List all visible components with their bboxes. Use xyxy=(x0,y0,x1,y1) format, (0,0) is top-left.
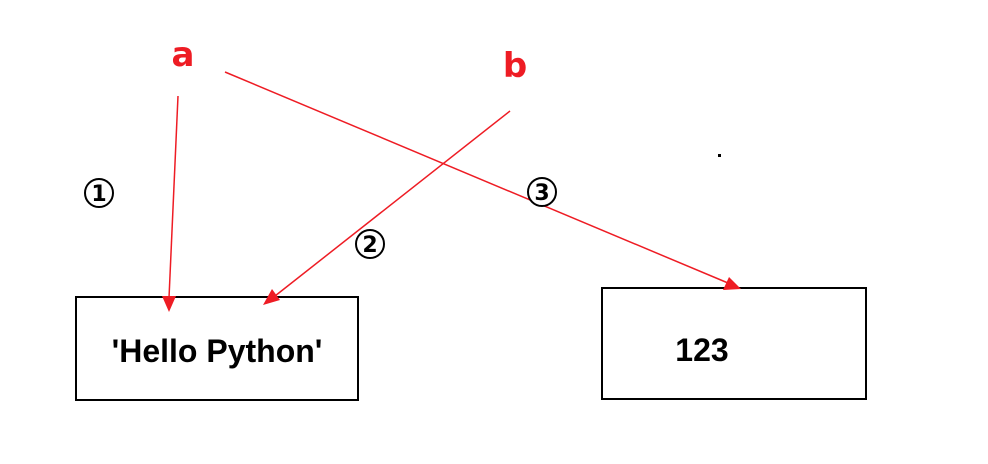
string-object-box xyxy=(75,296,359,401)
int-object-label: 123 xyxy=(675,332,728,368)
step-3-marker: 3 xyxy=(527,177,557,207)
arrow-a-to-123 xyxy=(224,71,741,290)
step-1-marker: 1 xyxy=(84,178,114,208)
svg-text:3: 3 xyxy=(534,181,549,206)
step-2-marker: 2 xyxy=(355,229,385,259)
variable-a-label: a xyxy=(172,35,195,75)
svg-text:2: 2 xyxy=(362,233,377,258)
stray-dot xyxy=(718,154,721,157)
variable-b-label: b xyxy=(503,46,527,86)
svg-text:1: 1 xyxy=(91,182,106,207)
int-object-box xyxy=(601,287,867,400)
arrow-a-to-hello xyxy=(162,95,179,312)
string-object-label: 'Hello Python' xyxy=(112,333,323,369)
arrow-b-to-hello xyxy=(263,110,511,305)
